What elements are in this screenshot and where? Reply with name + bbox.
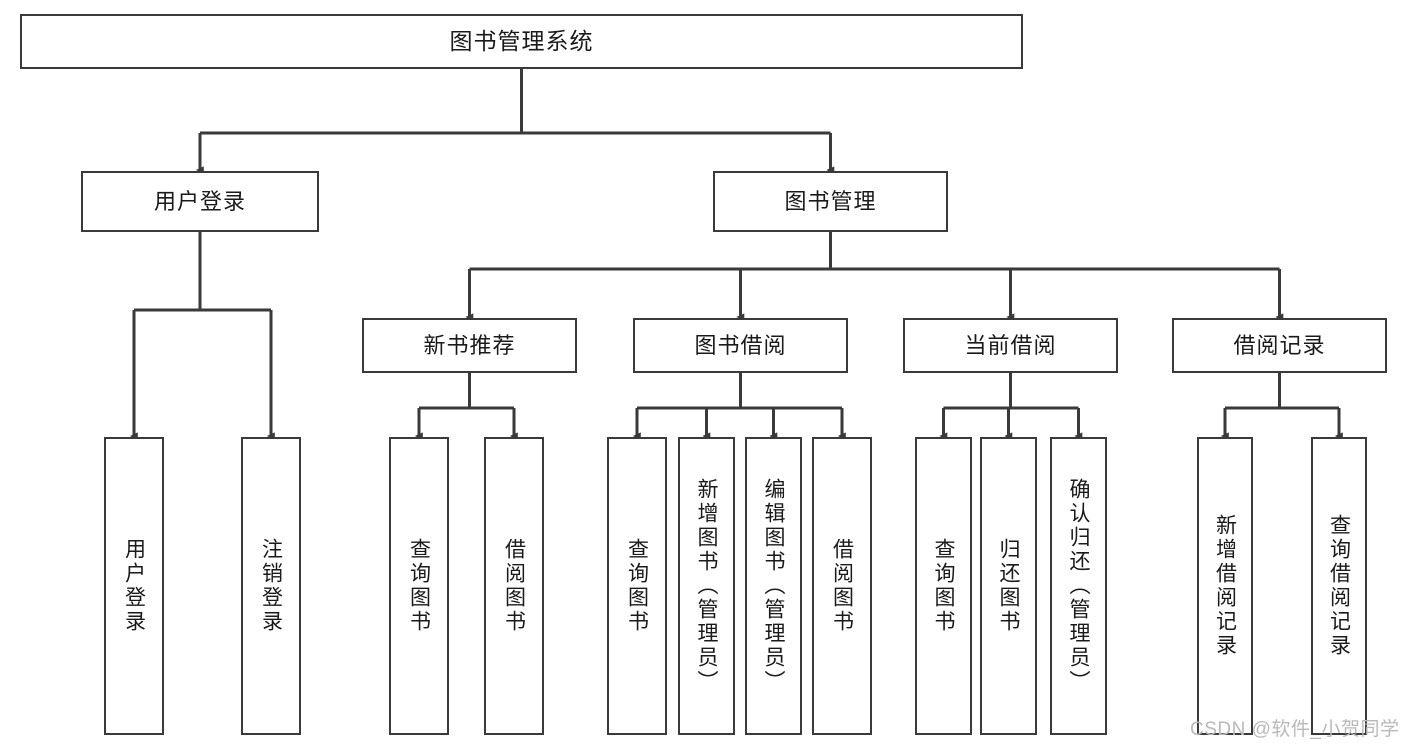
node-root: 图书管理系统 xyxy=(20,14,1023,69)
node-label: 注销登录 xyxy=(259,538,283,634)
node-label: 用户登录 xyxy=(122,538,146,634)
watermark: CSDN @软件_小贺同学 xyxy=(1190,719,1400,740)
node-leaf-query-book-3: 查询图书 xyxy=(915,437,972,735)
node-label: 图书借阅 xyxy=(694,332,787,358)
node-label: 借阅图书 xyxy=(502,538,526,634)
node-leaf-edit-book: 编辑图书（管理员） xyxy=(745,437,802,735)
node-label: 查询借阅记录 xyxy=(1327,514,1351,658)
node-label: 新增借阅记录 xyxy=(1213,514,1237,658)
node-label: 用户登录 xyxy=(153,188,246,214)
node-book-borrow: 图书借阅 xyxy=(633,318,848,373)
node-label: 查询图书 xyxy=(932,538,956,634)
node-label: 编辑图书（管理员） xyxy=(762,478,786,694)
node-label: 借阅图书 xyxy=(830,538,854,634)
node-label: 图书管理系统 xyxy=(449,27,594,54)
node-label: 借阅记录 xyxy=(1233,332,1326,358)
node-leaf-logout: 注销登录 xyxy=(241,437,301,735)
edge-group xyxy=(129,69,1343,440)
node-leaf-borrow-book-2: 借阅图书 xyxy=(812,437,872,735)
node-leaf-query-book-2: 查询图书 xyxy=(607,437,667,735)
node-label: 当前借阅 xyxy=(964,332,1057,358)
node-leaf-query-book-1: 查询图书 xyxy=(389,437,449,735)
node-leaf-add-record: 新增借阅记录 xyxy=(1197,437,1253,735)
node-label: 归还图书 xyxy=(997,538,1021,634)
node-label: 新书推荐 xyxy=(423,332,516,358)
node-leaf-return-book: 归还图书 xyxy=(980,437,1037,735)
node-label: 图书管理 xyxy=(784,188,877,214)
node-leaf-user-login: 用户登录 xyxy=(104,437,164,735)
node-leaf-add-book: 新增图书（管理员） xyxy=(678,437,735,735)
node-leaf-confirm-return: 确认归还（管理员） xyxy=(1050,437,1107,735)
node-current-borrow: 当前借阅 xyxy=(903,318,1118,373)
node-leaf-borrow-book-1: 借阅图书 xyxy=(484,437,544,735)
node-label: 查询图书 xyxy=(625,538,649,634)
node-label: 确认归还（管理员） xyxy=(1067,478,1091,694)
node-label: 新增图书（管理员） xyxy=(695,478,719,694)
node-leaf-query-record: 查询借阅记录 xyxy=(1311,437,1367,735)
node-label: 查询图书 xyxy=(407,538,431,634)
node-user-login: 用户登录 xyxy=(81,171,319,232)
node-borrow-record: 借阅记录 xyxy=(1172,318,1387,373)
node-book-manage: 图书管理 xyxy=(713,171,948,232)
node-new-book-rec: 新书推荐 xyxy=(362,318,577,373)
